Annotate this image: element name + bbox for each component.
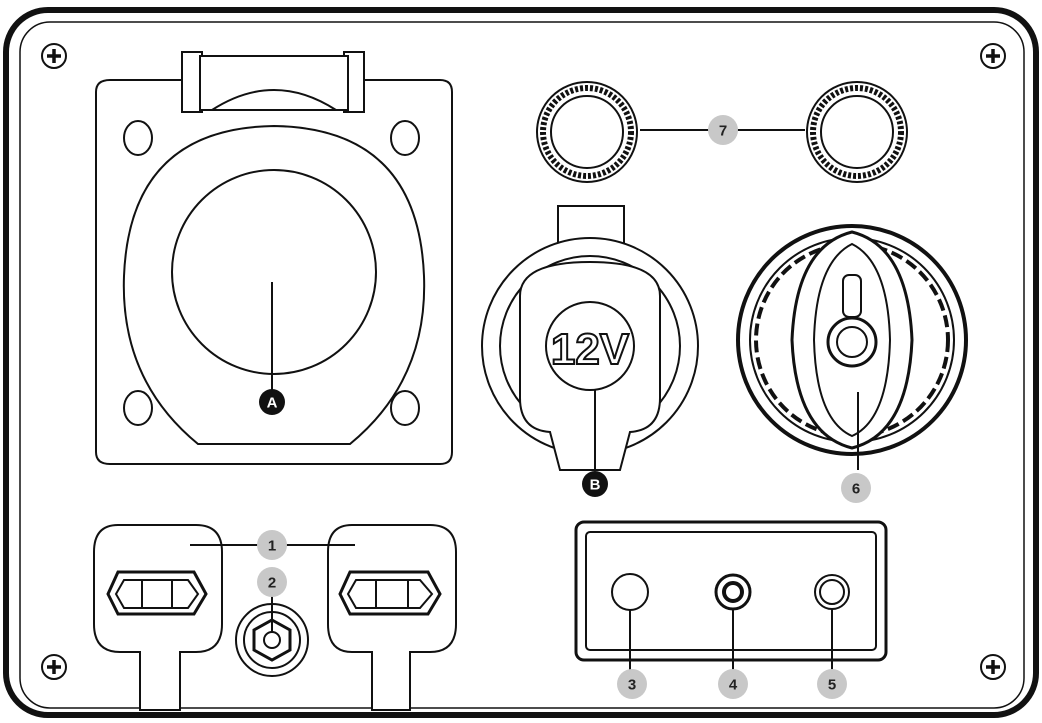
callout-3-label: 3 bbox=[628, 677, 636, 694]
usb-port-right bbox=[327, 524, 457, 711]
callout-1: 1 bbox=[257, 530, 287, 560]
usb-port-left bbox=[93, 524, 223, 711]
callout-3: 3 bbox=[617, 669, 647, 699]
dc-outlet-text: 12V bbox=[551, 325, 630, 374]
callout-6-label: 6 bbox=[852, 481, 860, 498]
callout-A: A bbox=[259, 389, 285, 415]
screw-icon bbox=[980, 654, 1006, 680]
circuit-breaker-right bbox=[806, 81, 908, 183]
callout-7: 7 bbox=[708, 115, 738, 145]
callout-4-label: 4 bbox=[729, 677, 738, 694]
callout-2-label: 2 bbox=[268, 575, 276, 592]
callout-7-label: 7 bbox=[719, 123, 727, 140]
circuit-breaker-left bbox=[536, 81, 638, 183]
callout-B-label: B bbox=[590, 477, 601, 494]
callout-B: B bbox=[582, 471, 608, 497]
engine-switch-knob bbox=[736, 224, 968, 470]
screw-icon bbox=[41, 654, 67, 680]
ground-terminal bbox=[235, 596, 309, 677]
dc-12v-outlet bbox=[481, 205, 699, 471]
callout-5-label: 5 bbox=[828, 677, 836, 694]
callout-A-label: A bbox=[267, 395, 278, 412]
indicator-panel bbox=[574, 520, 888, 670]
callout-5: 5 bbox=[817, 669, 847, 699]
callout-2: 2 bbox=[257, 567, 287, 597]
callout-1-label: 1 bbox=[268, 538, 276, 555]
panel-frame bbox=[3, 7, 1039, 718]
callout-4: 4 bbox=[718, 669, 748, 699]
screw-icon bbox=[980, 43, 1006, 69]
callout-6: 6 bbox=[841, 473, 871, 503]
ac-socket bbox=[95, 51, 453, 465]
screw-icon bbox=[41, 43, 67, 69]
